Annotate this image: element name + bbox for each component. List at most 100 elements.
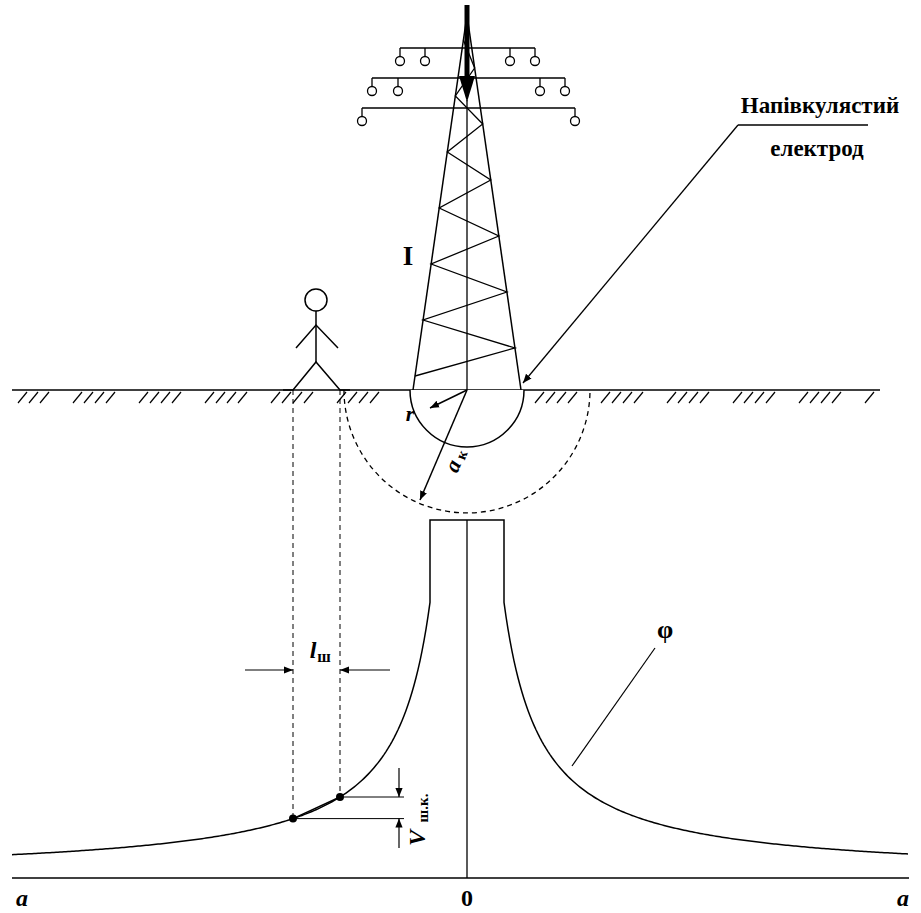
hatch-stroke xyxy=(172,392,181,403)
insulator xyxy=(536,87,545,96)
insulator xyxy=(421,57,430,66)
hatch-stroke xyxy=(821,392,830,403)
hatch-stroke xyxy=(161,392,170,403)
insulator xyxy=(506,57,515,66)
hatch-stroke xyxy=(865,392,874,403)
extension-line xyxy=(297,818,404,819)
hatch-stroke xyxy=(348,392,357,403)
hatch-stroke xyxy=(601,392,610,403)
projection-line xyxy=(340,390,341,797)
tower-lattice xyxy=(415,40,515,376)
hatch-stroke xyxy=(95,392,104,403)
hatch-stroke xyxy=(40,392,49,403)
hatch-stroke xyxy=(216,392,225,403)
potential-zone xyxy=(344,390,590,513)
leader-line xyxy=(523,125,738,383)
hatch-stroke xyxy=(227,392,236,403)
insulator xyxy=(394,87,403,96)
hatch-stroke xyxy=(755,392,764,403)
hatch-stroke xyxy=(535,392,544,403)
hatch-stroke xyxy=(106,392,115,403)
hatch-stroke xyxy=(359,392,368,403)
tower-axis xyxy=(466,100,467,390)
hatch-stroke xyxy=(744,392,753,403)
callout-label: електрод xyxy=(770,137,863,160)
hatch-stroke xyxy=(612,392,621,403)
insulator-string xyxy=(539,78,540,87)
extension-line xyxy=(344,797,404,798)
distance-axis xyxy=(12,877,909,879)
callout-label: Напівкулястий xyxy=(741,94,899,117)
voltage-dimension xyxy=(398,819,399,848)
insulator xyxy=(571,117,580,126)
insulator-string xyxy=(399,48,400,57)
subscript: ш.к. xyxy=(416,794,431,823)
hatch-stroke xyxy=(293,392,302,403)
insulator xyxy=(396,57,405,66)
insulator-string xyxy=(424,48,425,57)
lattice-stroke xyxy=(415,40,515,376)
person xyxy=(283,289,350,390)
insulator-string xyxy=(564,78,565,87)
step-voltage-label: V xyxy=(405,830,429,846)
insulator xyxy=(368,87,377,96)
step-chord xyxy=(293,797,340,819)
hatch-stroke xyxy=(733,392,742,403)
step-dimension xyxy=(245,669,293,670)
insulator xyxy=(561,87,570,96)
leader-line xyxy=(738,124,868,125)
radius-arrow xyxy=(430,390,467,408)
potential-curve xyxy=(12,520,908,855)
potential-label: φ xyxy=(657,617,673,643)
insulator-string xyxy=(397,78,398,87)
hatch-stroke xyxy=(29,392,38,403)
step-length-label: l xyxy=(310,638,317,662)
step-dimension xyxy=(340,669,390,670)
step-point xyxy=(289,815,297,823)
hatch-stroke xyxy=(557,392,566,403)
hatch-stroke xyxy=(568,392,577,403)
zone-radius-arrow xyxy=(420,390,467,500)
hatch-stroke xyxy=(623,392,632,403)
origin-label: 0 xyxy=(461,886,473,910)
hatch-stroke xyxy=(205,392,214,403)
hatch-stroke xyxy=(810,392,819,403)
projection-line xyxy=(293,390,294,818)
axis-label: a xyxy=(897,886,909,910)
current-arrowhead xyxy=(459,76,475,102)
hatch-stroke xyxy=(18,392,27,403)
hatch-stroke xyxy=(304,392,313,403)
hatch-stroke xyxy=(238,392,247,403)
current-label: I xyxy=(403,243,414,270)
hatch-stroke xyxy=(370,392,379,403)
hatch-stroke xyxy=(150,392,159,403)
hatch-stroke xyxy=(546,392,555,403)
hatch-stroke xyxy=(678,392,687,403)
hatch-stroke xyxy=(799,392,808,403)
insulator-string xyxy=(534,48,535,57)
subscript: ш xyxy=(317,649,331,665)
hatch-stroke xyxy=(139,392,148,403)
insulator-string xyxy=(371,78,372,87)
subscript: к xyxy=(453,448,470,462)
hatch-stroke xyxy=(282,392,291,403)
hatch-stroke xyxy=(700,392,709,403)
potential-axis xyxy=(466,520,467,878)
hatch-stroke xyxy=(84,392,93,403)
hatch-stroke xyxy=(667,392,676,403)
insulator-string xyxy=(509,48,510,57)
hatch-stroke xyxy=(766,392,775,403)
step-point xyxy=(336,793,344,801)
insulator-string xyxy=(361,108,362,117)
axis-label: a xyxy=(16,886,28,910)
hatch-stroke xyxy=(832,392,841,403)
hatch-stroke xyxy=(689,392,698,403)
insulator xyxy=(531,57,540,66)
radius-label: r xyxy=(406,403,415,425)
voltage-dimension xyxy=(398,768,399,797)
hatch-stroke xyxy=(271,392,280,403)
insulator xyxy=(358,117,367,126)
insulator-string xyxy=(574,108,575,117)
current-arrow xyxy=(465,5,470,78)
